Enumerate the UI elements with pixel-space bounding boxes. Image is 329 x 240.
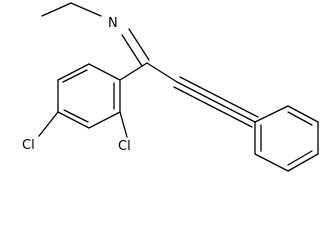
ring-a-bond-2 [57,63,90,81]
phenyl-ring [254,105,319,172]
atom-label-chlorine-4: Cl [22,138,35,153]
ring-a-bond-1 [88,63,121,81]
ring-b-bond-2 [287,105,319,123]
ring-b-bond-4 [287,153,319,172]
bond-c1-alkyne [146,62,178,83]
ring-a-inner-2 [63,109,89,123]
atom-label-chlorine-2: Cl [118,139,131,154]
chemical-structure: N Cl Cl [22,2,319,172]
bond-alkyne-2 [179,76,259,118]
bond-ch2-n [70,2,102,17]
bond-c1-aryl [119,62,148,81]
ring-b-bond-1 [254,105,289,123]
alkyne-triple-bond [173,76,259,128]
dichlorophenyl-ring [57,63,121,129]
bond-n-c1-b [121,34,143,67]
ethyl-group [41,2,102,17]
ring-b-bond-5 [254,153,289,172]
ring-b-inner-1 [287,111,313,126]
ring-a-bond-5 [88,111,121,129]
bond-alkyne-1 [176,81,256,123]
ring-b-inner-2 [287,150,313,166]
bond-n-c1-a [128,28,150,61]
atom-label-nitrogen: N [108,16,118,31]
imine-double-bond [121,28,150,67]
bond-ring-cl4 [38,111,59,137]
bond-alkyne-3 [173,86,253,128]
bond-ch3-ch2 [41,2,72,17]
ring-a-bond-4 [57,111,90,129]
ring-a-inner-1 [62,69,88,83]
bond-ring-cl2 [119,111,128,138]
